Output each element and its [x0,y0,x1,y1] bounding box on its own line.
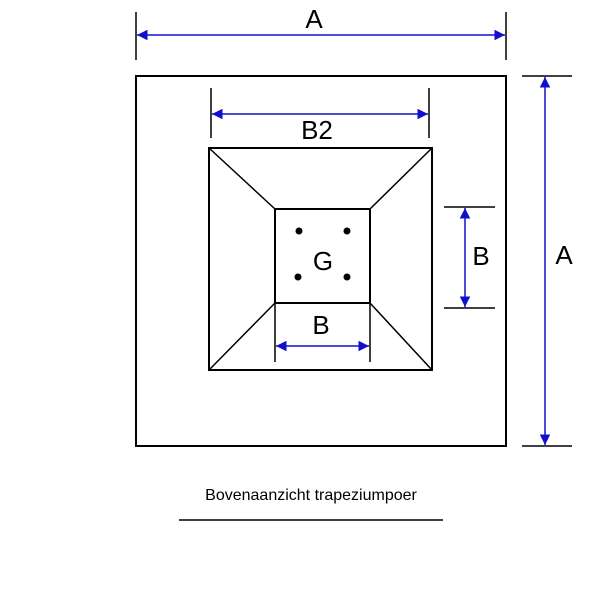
right-height-label: A [555,240,573,270]
column-height-label: B [472,241,489,271]
anchor-bolts [294,227,351,281]
column-square [274,208,371,304]
slope-lines [208,147,433,371]
dimension-upper-width [210,88,430,138]
outer-square [135,75,507,447]
center-label: G [313,246,333,276]
top-width-label: A [305,4,323,34]
dimension-top-width [135,12,507,60]
dimension-column-height [444,206,495,309]
caption: Bovenaanzicht trapeziumpoer [205,487,417,504]
upper-square [208,147,433,371]
dimension-column-width [274,303,371,362]
upper-width-label: B2 [301,115,333,145]
dimension-right-height [522,75,572,447]
column-width-label: B [312,310,329,340]
